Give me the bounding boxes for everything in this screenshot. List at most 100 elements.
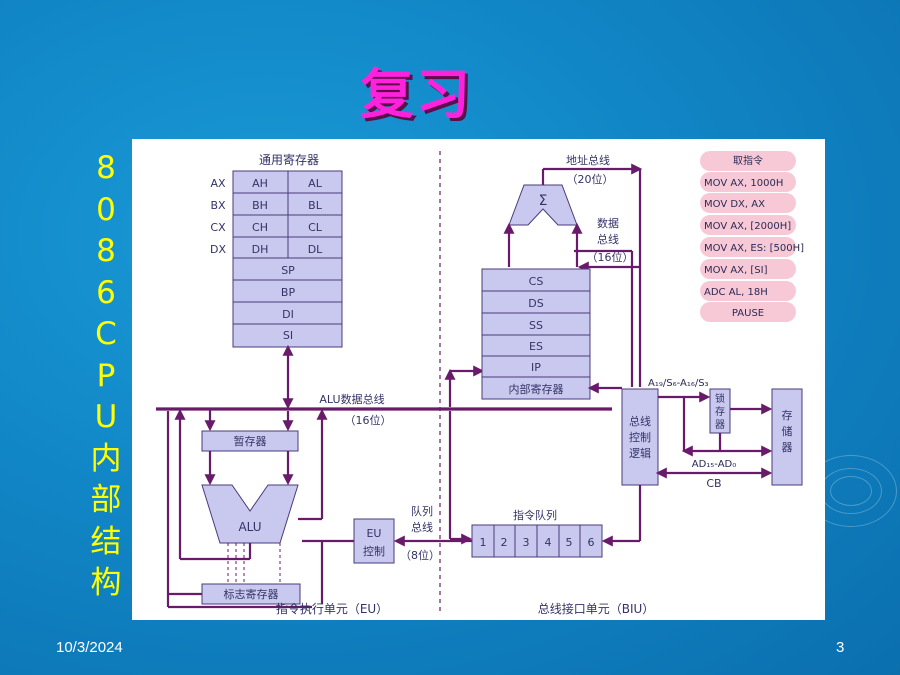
eu-control-label: 控制 — [363, 544, 385, 558]
register-row-label: AX — [210, 177, 226, 190]
alu-bus-width: （16位） — [345, 413, 392, 427]
eu-unit-label: 指令执行单元（EU） — [276, 601, 388, 616]
side-title-char: 内 — [90, 440, 122, 477]
general-registers-title: 通用寄存器 — [259, 152, 319, 167]
flags-register-label: 标志寄存器 — [224, 587, 279, 601]
data-bus-lines — [574, 249, 640, 387]
register-row-label: DX — [210, 243, 226, 256]
register-row-label: BX — [210, 199, 226, 212]
memory-label: 存 — [782, 408, 793, 422]
instruction-item: MOV AX, [2000H] — [704, 221, 791, 232]
instruction-list — [700, 151, 796, 322]
queue-bus-width: （8位） — [400, 548, 440, 562]
alu-shape — [201, 484, 299, 544]
side-title-char: 0 — [96, 191, 116, 228]
memory-label: 储 — [782, 424, 793, 438]
data-bus-width: （16位） — [587, 250, 634, 264]
queue-bus-label: 队列 — [411, 504, 433, 518]
temp-register-box — [201, 430, 299, 452]
latch-label: 器 — [715, 419, 725, 431]
register-high: AH — [252, 177, 268, 190]
queue-cell: 1 — [480, 536, 487, 549]
side-title-char: 6 — [96, 274, 116, 311]
side-title-char: 构 — [90, 565, 122, 601]
register-low: AL — [308, 177, 323, 190]
slide-page-number: 3 — [836, 639, 845, 656]
instruction-queue-box — [471, 524, 603, 558]
register-low: BL — [308, 199, 323, 212]
external-bus-lines — [655, 391, 773, 479]
side-title-char: P — [96, 357, 116, 394]
memory-label: 器 — [782, 441, 793, 454]
side-title-char: 部 — [90, 482, 122, 518]
address-bus-lines — [503, 163, 643, 387]
register-high: CH — [252, 221, 268, 234]
bus-control-label: 逻辑 — [629, 446, 651, 460]
side-title-char: 8 — [96, 233, 116, 269]
instruction-item: PAUSE — [732, 308, 764, 319]
queue-cell: 6 — [588, 536, 595, 549]
general-registers-block — [232, 170, 343, 348]
instruction-item: MOV AX, [SI] — [704, 265, 768, 276]
latch-label: 锁 — [715, 392, 725, 405]
data-bus-label: 数据 — [597, 216, 619, 230]
bus-control-logic-box — [621, 388, 659, 486]
register-low: CL — [308, 221, 323, 234]
bus-control-label: 控制 — [629, 430, 651, 444]
eu-control-label: EU — [366, 527, 381, 540]
address-status-label: A₁₉/S₆-A₁₆/S₃ — [648, 378, 709, 389]
slide-date: 10/3/2024 — [56, 639, 123, 656]
register-high: BH — [252, 199, 268, 212]
segment-register: ES — [529, 340, 543, 353]
segment-registers-block — [481, 268, 591, 400]
queue-cell: 3 — [523, 536, 530, 549]
instruction-queue-title: 指令队列 — [513, 508, 557, 522]
segment-register: DS — [528, 297, 543, 310]
data-bus-label: 总线 — [597, 232, 619, 246]
sigma-symbol: Σ — [539, 193, 548, 209]
instruction-item: MOV AX, ES: [500H] — [704, 243, 804, 254]
side-title-char: U — [94, 399, 118, 435]
flags-register-box — [201, 583, 301, 605]
instruction-item: ADC AL, 18H — [704, 287, 768, 298]
register-row-label: CX — [210, 221, 226, 234]
side-title-char: C — [95, 316, 117, 352]
pointer-register: SI — [283, 329, 293, 342]
pointer-register: DI — [282, 308, 294, 321]
address-bus-width: （20位） — [567, 172, 614, 186]
cb-label: CB — [706, 477, 721, 490]
segment-register: IP — [531, 361, 541, 374]
queue-cell: 4 — [545, 536, 552, 549]
alu-data-bus — [156, 344, 612, 545]
segment-register: CS — [529, 275, 544, 288]
alu-feedback-lines — [166, 408, 328, 609]
ad-bus-label: AD₁₅-AD₀ — [692, 459, 737, 470]
side-title: 8 0 8 6 C P U 内 部 结 构 — [86, 148, 126, 605]
latch-label: 存 — [715, 405, 725, 418]
queue-cell: 5 — [566, 536, 573, 549]
pointer-register: BP — [281, 286, 296, 299]
queue-cell: 2 — [501, 536, 508, 549]
slide-title: 复习 — [360, 63, 472, 126]
ripple-decoration — [830, 476, 872, 506]
queue-bus-label: 总线 — [411, 520, 433, 534]
side-title-char: 结 — [90, 523, 122, 560]
memory-box — [771, 388, 803, 486]
register-low: DL — [308, 243, 323, 256]
alu-bus-label: ALU数据总线 — [319, 392, 384, 406]
cpu-architecture-diagram: 通用寄存器 AX BX CX DX AH AL BH BL CH CL DH — [132, 139, 825, 620]
alu-label: ALU — [238, 520, 261, 534]
pointer-register: SP — [281, 264, 295, 277]
instruction-item: MOV AX, 1000H — [704, 178, 783, 189]
side-title-char: 8 — [96, 150, 116, 186]
internal-registers-label: 内部寄存器 — [509, 382, 564, 396]
bus-control-label: 总线 — [629, 414, 651, 428]
register-high: DH — [252, 243, 269, 256]
instruction-list-title: 取指令 — [733, 154, 763, 167]
address-bus-label: 地址总线 — [566, 153, 610, 167]
biu-unit-label: 总线接口单元（BIU） — [538, 601, 655, 616]
temp-register-label: 暂存器 — [234, 434, 267, 448]
instruction-item: MOV DX, AX — [704, 199, 765, 210]
segment-register: SS — [529, 319, 543, 332]
